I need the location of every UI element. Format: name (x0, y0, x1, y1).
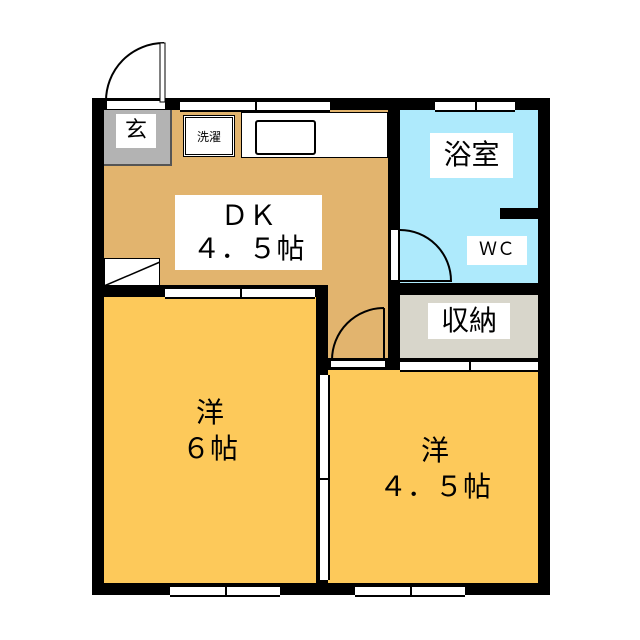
window-top-bath (435, 100, 515, 112)
storage-label: 収納 (428, 303, 510, 339)
wall-bath-stub (500, 208, 538, 219)
wall-bath-storage (388, 283, 550, 295)
laundry-label: 洗濯 (196, 129, 221, 144)
dk-name: ＤＫ (220, 199, 277, 233)
room-door-swing-icon[interactable] (330, 306, 388, 362)
outer-wall-right (538, 98, 550, 595)
sliding-door-storage[interactable] (400, 360, 538, 372)
outer-wall-left (92, 98, 104, 595)
bath-door-swing-icon[interactable] (398, 228, 456, 284)
western2-size: ４．５帖 (378, 470, 491, 504)
window-bottom-room6 (170, 585, 280, 597)
entrance-door-swing-icon[interactable] (100, 40, 170, 106)
doorway-room45[interactable] (330, 360, 386, 368)
bath-label: 浴室 (430, 133, 513, 178)
dk-size: ４．５帖 (192, 231, 305, 265)
kitchen-sink (255, 120, 316, 155)
sliding-door-between-rooms[interactable] (318, 375, 330, 580)
sliding-door-room6[interactable] (165, 287, 315, 299)
western2-name: 洋 (420, 434, 449, 467)
window-top-dk (180, 100, 330, 112)
bath-door-jamb (390, 229, 399, 281)
western-room-6 (104, 297, 317, 584)
shoe-cabinet-diagonal (104, 261, 160, 286)
genkan-label: 玄 (116, 114, 156, 148)
wc-text: ＷＣ (479, 239, 515, 261)
bath-text: 浴室 (443, 138, 500, 172)
laundry-space: 洗濯 (183, 115, 235, 157)
western1-size: ６帖 (181, 432, 238, 466)
western1-name: 洋 (195, 396, 224, 429)
western-room-4-5 (328, 369, 538, 584)
genkan-text: 玄 (124, 118, 147, 144)
storage-text: 収納 (440, 303, 497, 337)
genkan-door-opening[interactable] (106, 100, 166, 110)
wc-label: ＷＣ (467, 236, 527, 265)
window-bottom-room45 (355, 585, 465, 597)
